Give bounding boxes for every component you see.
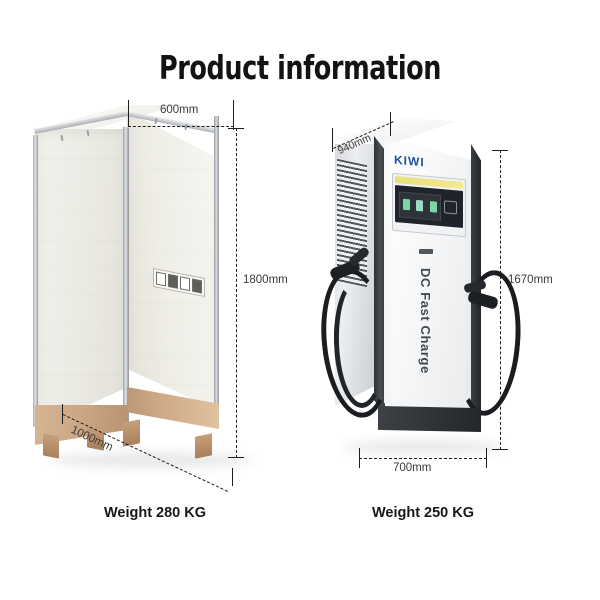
- dim-label-charger-width: 700mm: [393, 462, 432, 474]
- pallet-foot: [195, 433, 212, 459]
- page-title: Product information: [158, 48, 442, 87]
- shipping-crate: [33, 105, 260, 475]
- dim-tick: [228, 128, 244, 129]
- crate-metal-band-center: [123, 126, 129, 424]
- dim-tick: [62, 404, 63, 424]
- charger-display-screen[interactable]: [395, 185, 463, 228]
- dim-label-crate-width: 600mm: [160, 104, 199, 116]
- dim-line-charger-height: [500, 150, 501, 450]
- charger-card-reader-icon: [419, 249, 433, 254]
- crate-left-panel: [35, 129, 128, 429]
- status-indicator-icon: [403, 198, 411, 211]
- dim-tick: [492, 150, 508, 151]
- brand-logo: KIWI: [394, 152, 425, 170]
- handle-with-care-symbol-icon: [192, 278, 202, 294]
- charger-weight-caption: Weight 250 KG: [371, 505, 475, 521]
- dim-label-crate-height: 1800mm: [243, 274, 288, 286]
- dim-tick: [232, 468, 233, 486]
- charger-body-text: DC Fast Charge: [418, 268, 433, 374]
- dim-tick: [332, 128, 333, 152]
- dim-tick: [228, 457, 244, 458]
- dim-tick: [359, 448, 360, 468]
- dim-line-crate-height: [236, 128, 237, 458]
- crate-metal-band-right: [214, 116, 219, 408]
- status-indicator-icon: [416, 199, 424, 212]
- dim-label-charger-height: 1670mm: [508, 274, 553, 286]
- dim-line-charger-width: [359, 458, 487, 459]
- dim-tick: [492, 449, 508, 450]
- dim-tick: [486, 448, 487, 468]
- charger-shadow: [344, 440, 504, 454]
- charger-base-plinth: [378, 406, 481, 432]
- dim-tick: [128, 100, 129, 126]
- crate-right-panel: [127, 111, 219, 411]
- crate-weight-caption: Weight 280 KG: [103, 505, 207, 521]
- dim-tick: [233, 100, 234, 130]
- crate-metal-band-left: [33, 135, 38, 427]
- display-content: [399, 190, 441, 221]
- pallet-foot: [43, 433, 59, 459]
- dim-line-crate-width: [128, 126, 234, 127]
- keep-dry-symbol-icon: [168, 273, 178, 289]
- charger-seam: [374, 136, 385, 414]
- dc-fast-charger: KIWI DC Fast Charge: [314, 118, 527, 448]
- charger-display-bezel: [392, 172, 466, 238]
- dim-tick: [390, 112, 391, 136]
- this-way-up-symbol-icon: [180, 276, 190, 292]
- fragile-symbol-icon: [156, 271, 166, 287]
- status-indicator-icon: [429, 201, 437, 213]
- display-button-icon[interactable]: [444, 200, 457, 215]
